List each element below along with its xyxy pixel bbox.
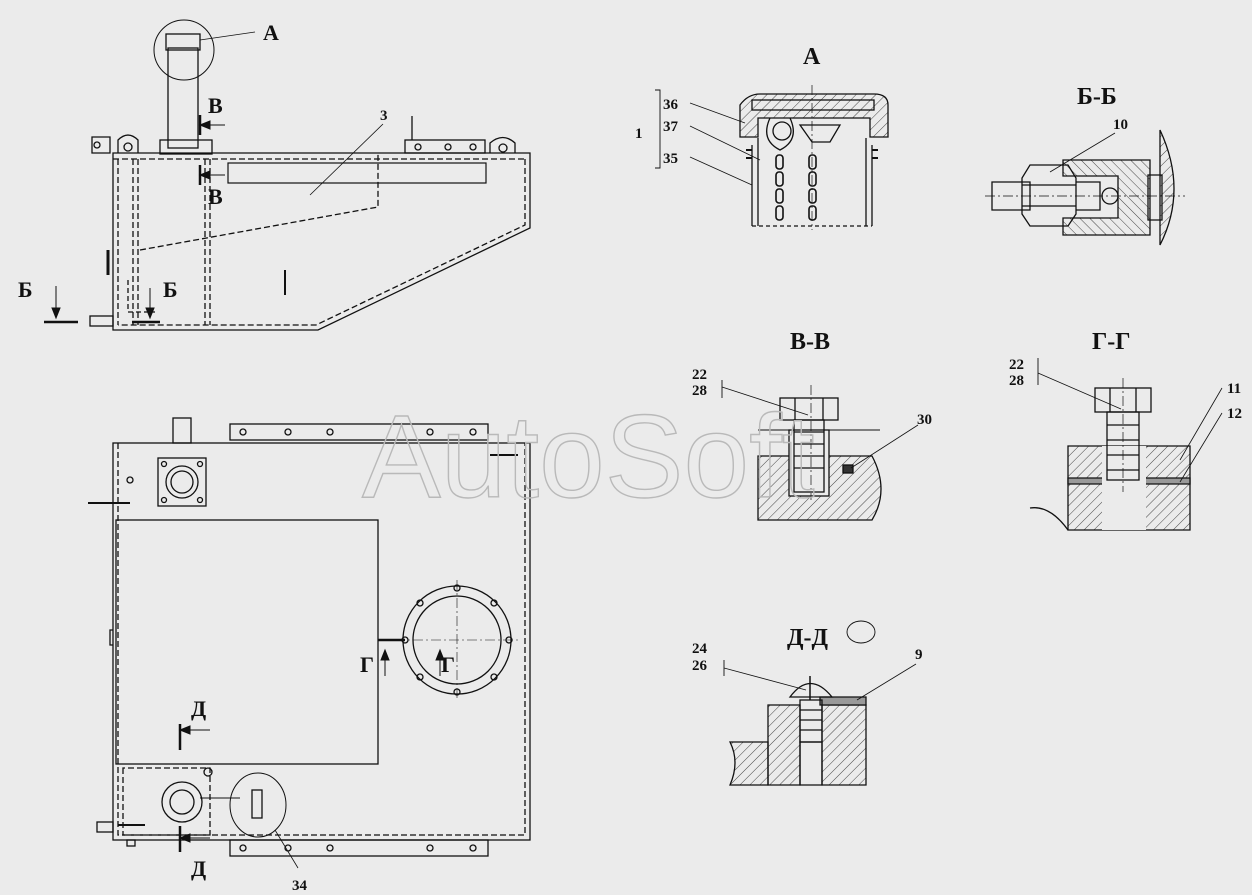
watermark: AutoSoft [362, 391, 815, 523]
callout-37: 37 [663, 119, 679, 135]
detail-a-drawing [655, 85, 889, 230]
section-b-mark-left: Б [18, 277, 33, 302]
callout-22-gg: 22 [1009, 357, 1024, 373]
section-vv-drawing [721, 380, 919, 521]
callout-11: 11 [1227, 381, 1241, 397]
callout-34: 34 [292, 878, 308, 894]
detail-a-circle [153, 19, 215, 81]
callout-22-vv: 22 [692, 367, 707, 383]
section-b-mark-right: Б [163, 277, 178, 302]
view-a-title: А [803, 44, 821, 70]
callout-26: 26 [692, 658, 708, 674]
callout-10: 10 [1113, 117, 1128, 133]
callout-35: 35 [663, 151, 678, 167]
callout-3: 3 [380, 108, 388, 124]
section-vv-title: В-В [790, 329, 830, 355]
callout-28-gg: 28 [1009, 373, 1024, 389]
top-view-section-marks [178, 638, 445, 852]
callout-12: 12 [1227, 406, 1242, 422]
callout-24: 24 [692, 641, 708, 657]
section-g-mark-right: Г [441, 652, 455, 677]
section-g-mark-left: Г [360, 652, 374, 677]
callout-9: 9 [915, 647, 923, 663]
callout-30: 30 [917, 412, 932, 428]
tank-side-view [89, 19, 531, 331]
section-d-mark-top: Д [191, 696, 206, 721]
section-bb-drawing [985, 129, 1185, 246]
side-view-section-marks [44, 31, 256, 324]
callout-36: 36 [663, 97, 679, 113]
detail-a-mark: А [263, 20, 279, 45]
section-v-mark-top: В [208, 93, 223, 118]
section-gg-drawing [1029, 358, 1223, 531]
callout-1: 1 [635, 126, 643, 142]
section-gg-title: Г-Г [1092, 329, 1131, 355]
section-dd-drawing [723, 620, 917, 786]
section-dd-title: Д-Д [787, 625, 829, 651]
callout-28-vv: 28 [692, 383, 707, 399]
tank-top-view [88, 417, 531, 869]
section-bb-title: Б-Б [1077, 84, 1117, 110]
section-v-mark-bottom: В [208, 184, 223, 209]
section-d-mark-bottom: Д [191, 856, 206, 881]
